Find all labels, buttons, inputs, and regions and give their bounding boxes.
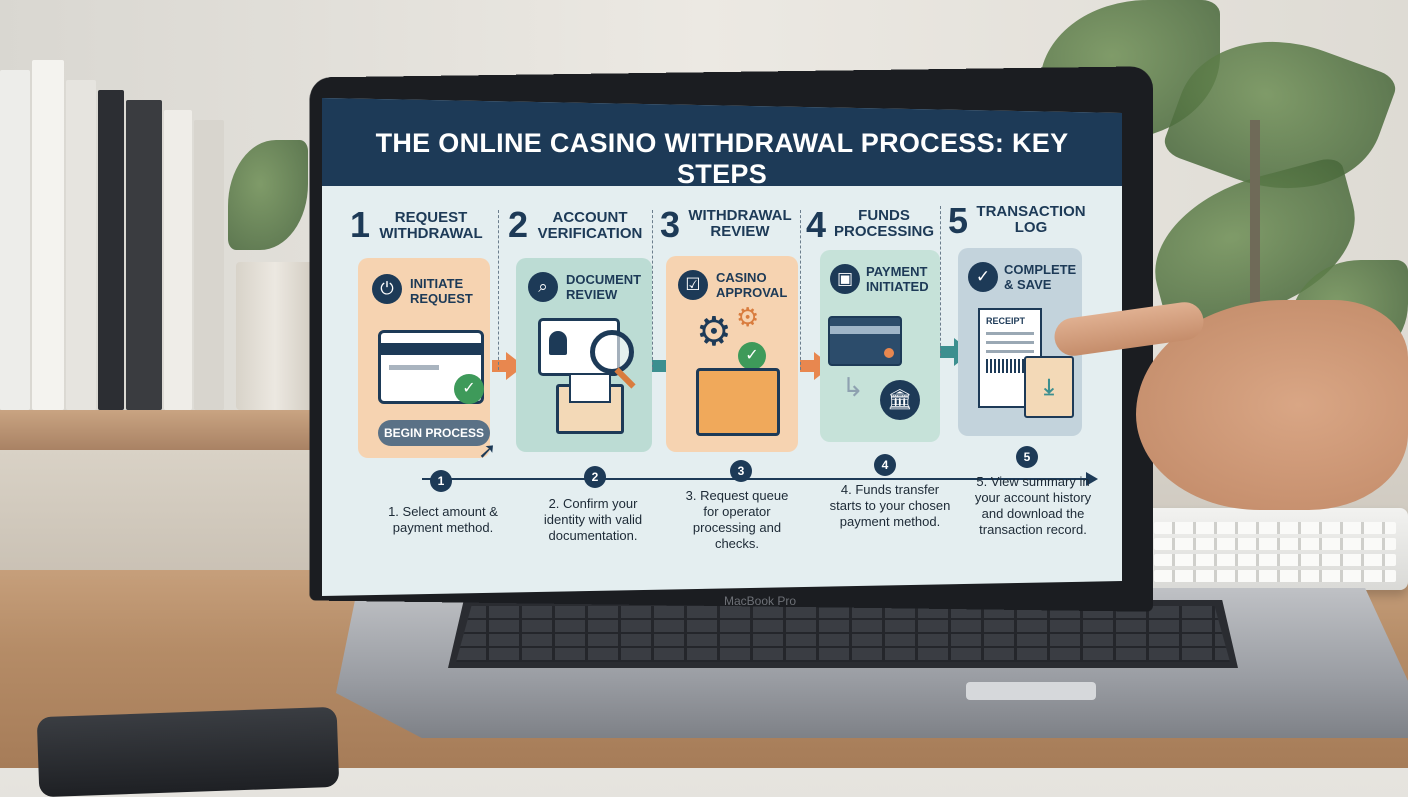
infographic-title: THE ONLINE CASINO WITHDRAWAL PROCESS: KE… (375, 128, 1069, 189)
trackpad[interactable] (966, 682, 1096, 700)
title-bar: THE ONLINE CASINO WITHDRAWAL PROCESS: KE… (322, 98, 1122, 189)
download-file-icon: ⤓ (1024, 356, 1074, 418)
check-icon: ✓ (454, 374, 484, 404)
timeline-dot: 4 (874, 454, 896, 476)
step-number: 2 (508, 204, 529, 245)
folder-icon (696, 368, 780, 436)
laptop-key-rows (456, 606, 1230, 662)
step-number: 1 (350, 204, 371, 245)
divider (800, 210, 801, 370)
power-icon: ⏻ (372, 274, 402, 304)
laptop-screen: THE ONLINE CASINO WITHDRAWAL PROCESS: KE… (322, 98, 1122, 596)
divider (652, 210, 653, 370)
arrow-right-icon (492, 360, 506, 372)
arrow-right-icon (940, 346, 954, 358)
receipt-label: RECEIPT (986, 316, 1026, 326)
timeline-dot: 2 (584, 466, 606, 488)
cabinet (0, 450, 330, 590)
check-icon: ✓ (738, 342, 766, 370)
arrow-right-icon (800, 360, 814, 372)
timeline-dot: 5 (1016, 446, 1038, 468)
cash-icon: ▣ (830, 264, 860, 294)
clipboard-check-icon: ☑ (678, 270, 708, 300)
mouse-cursor-icon: ➚ (478, 438, 497, 463)
check-circle-icon: ✓ (968, 262, 998, 292)
credit-card-icon (828, 316, 902, 366)
envelope-icon (556, 373, 624, 434)
plant-pot (236, 262, 314, 410)
step-description: 1. Select amount &payment method. (388, 504, 498, 535)
begin-process-button[interactable]: BEGIN PROCESS (378, 420, 490, 446)
arrow-right-icon (652, 360, 666, 372)
keyboard (1142, 508, 1408, 590)
divider (940, 206, 941, 356)
step-number: 4 (806, 204, 827, 245)
bank-icon: 🏛 (880, 380, 920, 420)
book (164, 110, 192, 410)
step-number: 3 (660, 204, 681, 245)
search-icon: ⌕ (528, 272, 558, 302)
timeline (422, 478, 1090, 480)
curved-arrow-icon: ↳ (842, 372, 864, 402)
divider (498, 210, 499, 370)
step-number: 5 (948, 200, 969, 241)
shelf (0, 410, 330, 450)
magnifier-icon (590, 330, 634, 374)
book (66, 80, 96, 410)
timeline-arrow-icon (1086, 472, 1098, 486)
laptop-brand-label: MacBook Pro (723, 594, 797, 608)
gear-icon: ⚙ (696, 310, 732, 354)
card-title: COMPLETE& SAVE (1004, 262, 1077, 292)
timeline-dot: 1 (430, 470, 452, 492)
book (32, 60, 64, 410)
gear-icon: ⚙ (736, 302, 760, 332)
book (98, 90, 124, 410)
phone (36, 706, 340, 797)
book (0, 70, 30, 410)
book (194, 120, 224, 410)
timeline-dot: 3 (730, 460, 752, 482)
book (126, 100, 162, 410)
